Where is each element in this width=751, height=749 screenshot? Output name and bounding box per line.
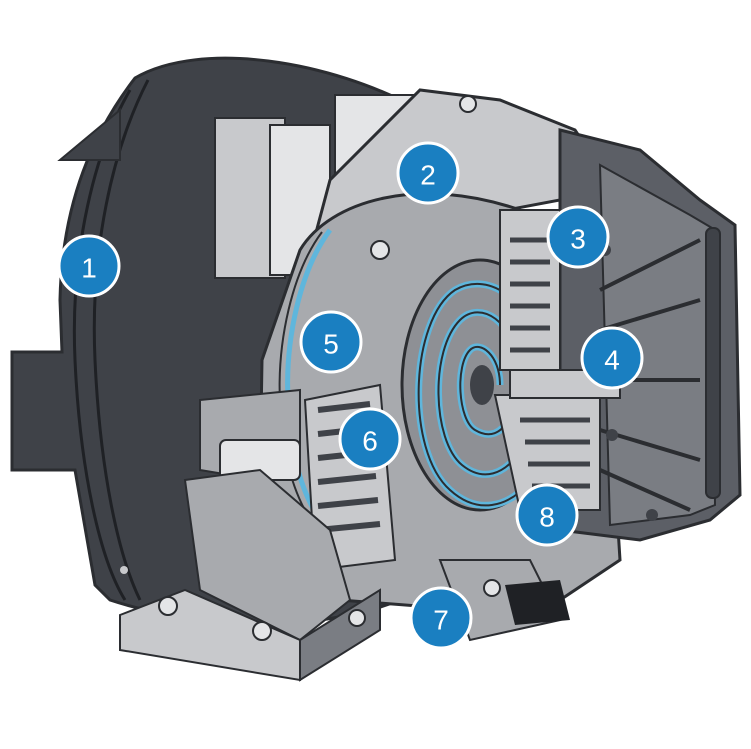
callout-4: 4 — [580, 326, 644, 390]
callout-1: 1 — [57, 234, 121, 298]
mounting-base — [119, 388, 570, 682]
callout-4-label: 4 — [604, 345, 620, 376]
callout-3-label: 3 — [570, 224, 586, 255]
callout-5-label: 5 — [323, 329, 339, 360]
callout-8: 8 — [515, 483, 579, 547]
callout-6-label: 6 — [362, 426, 378, 457]
callout-7: 7 — [409, 586, 473, 650]
callout-2: 2 — [396, 141, 460, 205]
cooling-fins — [493, 209, 621, 511]
callout-8-label: 8 — [539, 502, 555, 533]
callout-1-label: 1 — [81, 253, 97, 284]
callout-3: 3 — [546, 205, 610, 269]
callout-6: 6 — [338, 407, 402, 471]
callout-2-label: 2 — [420, 160, 436, 191]
callout-5: 5 — [299, 310, 363, 374]
callout-7-label: 7 — [433, 605, 449, 636]
